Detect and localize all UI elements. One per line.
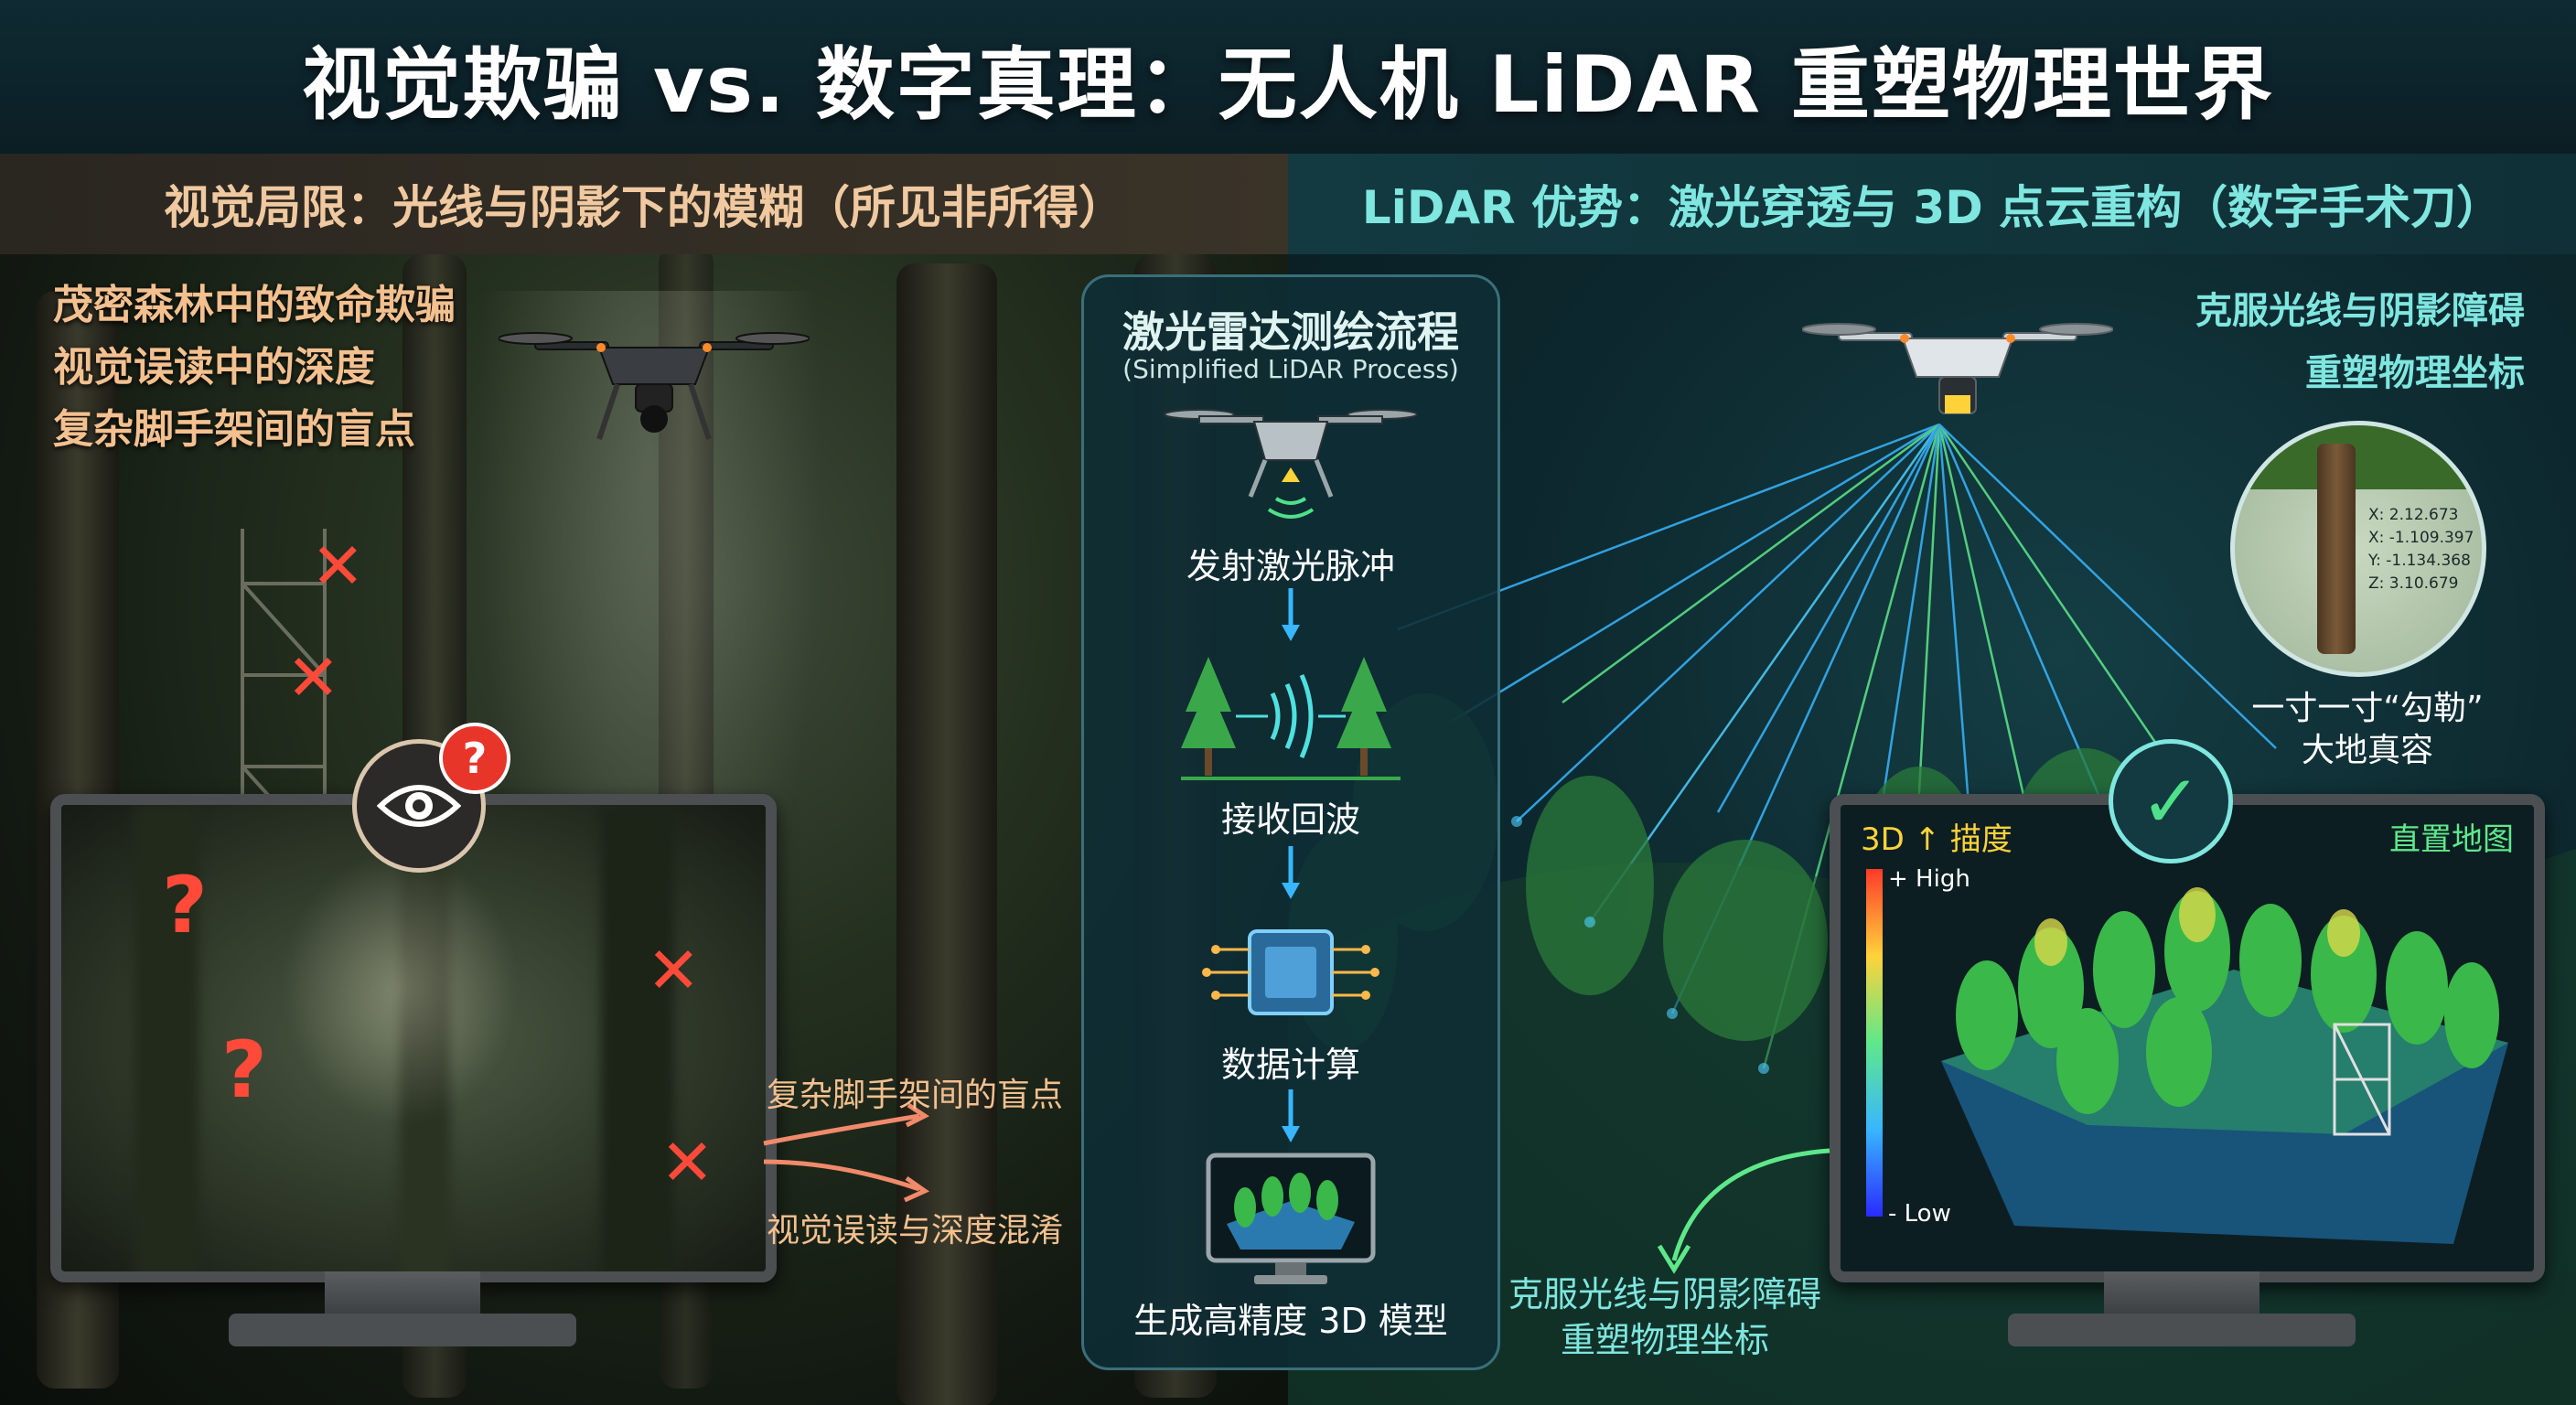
arrow-icon — [763, 1102, 930, 1203]
error-cross-icon: ✕ — [660, 1125, 714, 1200]
flow-subtitle: (Simplified LiDAR Process) — [1122, 354, 1459, 384]
flow-step-label: 生成高精度 3D 模型 — [1133, 1301, 1448, 1341]
blurred-forest — [61, 805, 766, 1271]
right-top-note: 克服光线与阴影障碍 重塑物理坐标 — [2104, 280, 2525, 404]
tree-trunk — [896, 263, 997, 1405]
monitor-label: 直置地图 — [2389, 821, 2514, 858]
check-icon: ✓ — [2109, 739, 2233, 863]
eye-icon — [377, 785, 461, 827]
inset-caption: 一寸一寸“勾勒” 大地真容 — [2230, 688, 2505, 772]
page-title: 视觉欺骗 vs. 数字真理：无人机 LiDAR 重塑物理世界 — [301, 38, 2275, 131]
coordinate: Z: 3.10.679 — [2368, 574, 2459, 593]
note-item: 茂密森林中的致命欺骗 — [53, 282, 456, 328]
caption-line: 一寸一寸“勾勒” — [2251, 690, 2484, 727]
arrow-icon — [1657, 1148, 1830, 1274]
coordinate: X: -1.109.397 — [2368, 529, 2474, 547]
note-item: 复杂脚手架间的盲点 — [53, 406, 415, 453]
error-cross-icon: ✕ — [311, 529, 365, 604]
monitor-base — [2008, 1314, 2356, 1346]
monitor-model-icon — [1206, 1153, 1376, 1284]
title-bar: 视觉欺骗 vs. 数字真理：无人机 LiDAR 重塑物理世界 — [0, 0, 2576, 154]
down-arrow-icon — [1282, 1089, 1300, 1142]
error-cross-icon: ✕ — [647, 933, 701, 1008]
chip-compute-icon — [1202, 929, 1379, 1015]
note-item: 克服光线与阴影障碍 — [1508, 1274, 1821, 1314]
note-item: 视觉误读中的深度 — [53, 344, 375, 391]
tree-trunk — [2317, 444, 2356, 654]
point-cloud-model — [1941, 887, 2508, 1244]
callout-label: 复杂脚手架间的盲点 — [767, 1077, 1064, 1114]
caption-line: 大地真容 — [2301, 732, 2433, 769]
flow-step-label: 接收回波 — [1220, 799, 1360, 840]
down-arrow-icon — [1282, 846, 1300, 899]
monitor-label: 3D ↑ 描度 — [1861, 821, 2012, 858]
right-section-header: LiDAR 优势：激光穿透与 3D 点云重构（数字手术刀） — [1288, 154, 2576, 254]
coordinate-readout: X: 2.12.673 X: -1.109.397 Y: -1.134.368 … — [2368, 504, 2474, 595]
callout-label: 视觉误读与深度混淆 — [767, 1212, 1064, 1249]
note-item: 克服光线与阴影障碍 — [2195, 290, 2525, 332]
left-notes: 茂密森林中的致命欺骗 视觉误读中的深度 复杂脚手架间的盲点 — [53, 274, 456, 461]
question-mark-icon: ? — [162, 860, 208, 951]
right-monitor-pointcloud: 3D ↑ 描度 直置地图 + High - Low — [1830, 794, 2545, 1282]
tree-inset: X: 2.12.673 X: -1.109.397 Y: -1.134.368 … — [2230, 421, 2486, 677]
lidar-drone-icon — [1802, 323, 2113, 414]
receive-echo-icon — [1181, 657, 1401, 780]
monitor-stand — [2104, 1271, 2259, 1317]
drone-emit-icon — [1164, 409, 1418, 519]
note-item: 重塑物理坐标 — [2305, 352, 2525, 394]
flow-step-label: 数据计算 — [1220, 1045, 1360, 1085]
lidar-process-panel: 激光雷达测绘流程 (Simplified LiDAR Process) 发射激光… — [1081, 274, 1500, 1370]
left-header-text: 视觉局限：光线与阴影下的模糊（所见非所得） — [164, 181, 1124, 234]
legend-low-label: - Low — [1888, 1200, 1951, 1228]
monitor-base — [229, 1314, 576, 1346]
drone-icon — [499, 332, 810, 440]
right-header-text: LiDAR 优势：激光穿透与 3D 点云重构（数字手术刀） — [1361, 181, 2503, 234]
flow-step-label: 发射激光脉冲 — [1186, 546, 1395, 586]
right-bottom-note: 克服光线与阴影障碍 重塑物理坐标 — [1500, 1271, 1830, 1363]
coordinate: X: 2.12.673 — [2368, 506, 2459, 524]
flow-title: 激光雷达测绘流程 — [1122, 307, 1459, 357]
left-section-header: 视觉局限：光线与阴影下的模糊（所见非所得） — [0, 154, 1288, 254]
monitor-stand — [325, 1271, 480, 1317]
note-item: 重塑物理坐标 — [1560, 1320, 1769, 1360]
tree-canopy — [2235, 425, 2482, 489]
coordinate: Y: -1.134.368 — [2368, 552, 2471, 570]
left-monitor-screen: ? ? ✕ ✕ — [50, 794, 777, 1282]
down-arrow-icon — [1282, 588, 1300, 641]
error-cross-icon: ✕ — [286, 640, 340, 715]
legend-high-label: + High — [1888, 865, 1970, 893]
question-badge-icon: ? — [439, 723, 510, 794]
question-mark-icon: ? — [221, 1024, 267, 1116]
elevation-legend-bar — [1866, 869, 1883, 1217]
